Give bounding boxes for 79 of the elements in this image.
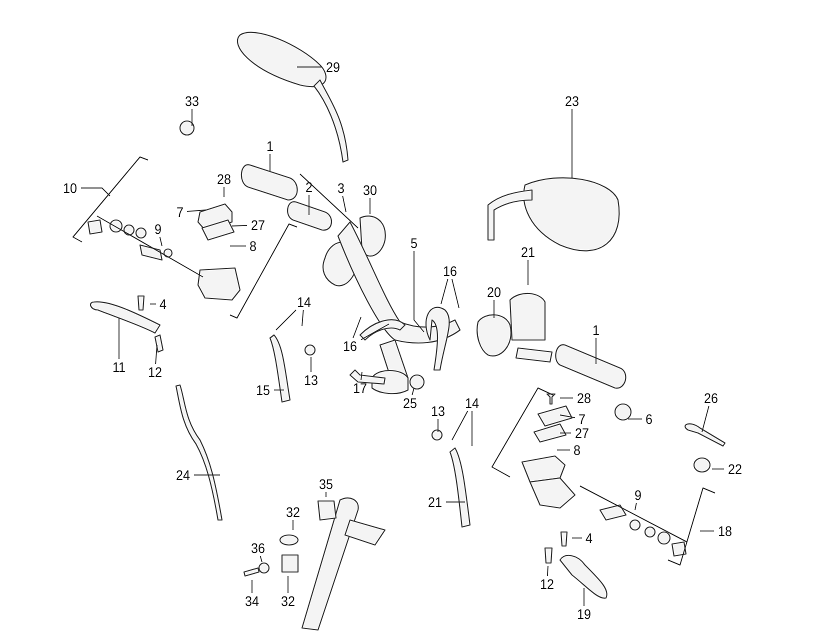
callout-number: 28: [214, 171, 234, 187]
leader-line: [452, 410, 468, 440]
callout-number: 8: [246, 238, 260, 254]
leader-line: [155, 344, 158, 364]
callout-number: 24: [173, 467, 193, 483]
callout-number: 23: [562, 93, 582, 109]
leader-line: [560, 432, 572, 434]
leader-line: [634, 502, 637, 510]
leader-line: [186, 210, 206, 212]
callout-number: 17: [350, 380, 370, 396]
callout-number: 25: [400, 395, 420, 411]
leader-line: [452, 278, 460, 308]
callout-number: 6: [642, 411, 656, 427]
callout-number: 1: [590, 322, 602, 338]
callout-number: 9: [152, 221, 164, 237]
callout-number: 30: [360, 182, 380, 198]
callout-number: 21: [518, 244, 538, 260]
callout-number: 20: [484, 284, 504, 300]
leader-line: [700, 530, 714, 532]
leader-line: [276, 310, 296, 330]
leader-line: [342, 196, 346, 212]
callout-number: 32: [278, 593, 298, 609]
callout-number: 22: [725, 461, 745, 477]
callout-number: 7: [174, 204, 186, 220]
leader-line: [560, 414, 576, 418]
callout-number: 4: [156, 296, 170, 312]
callout-number: 29: [323, 59, 343, 75]
callout-number: 26: [701, 390, 721, 406]
callout-number: 4: [582, 530, 596, 546]
leader-line: [360, 324, 390, 340]
leader-line: [159, 236, 162, 246]
leader-line: [440, 278, 448, 304]
callout-number: 33: [182, 93, 202, 109]
leader-line: [232, 224, 248, 226]
leader-line: [414, 250, 424, 332]
leader-line: [360, 372, 362, 380]
leader-line: [80, 188, 110, 196]
callout-number: 9: [632, 487, 644, 503]
callout-number: 11: [109, 359, 129, 375]
callout-number: 27: [572, 425, 592, 441]
callout-number: 34: [242, 593, 262, 609]
callout-number: 7: [576, 411, 588, 427]
leader-line: [296, 66, 322, 68]
callout-number: 28: [574, 390, 594, 406]
callout-number: 13: [301, 372, 321, 388]
callout-number: 10: [60, 180, 80, 196]
callout-number: 14: [294, 294, 314, 310]
leader-line: [628, 418, 642, 420]
leader-line: [547, 566, 548, 576]
callout-number: 15: [253, 382, 273, 398]
leader-line: [194, 474, 220, 476]
leader-line: [118, 318, 120, 360]
leader-line: [352, 316, 362, 338]
callout-number: 1: [264, 138, 276, 154]
leader-line: [308, 194, 310, 216]
callout-number: 27: [248, 217, 268, 233]
callout-number: 12: [145, 364, 165, 380]
callout-number: 18: [715, 523, 735, 539]
leader-line: [260, 556, 262, 562]
callout-number: 35: [316, 476, 336, 492]
leader-line: [292, 520, 294, 530]
callout-number: 5: [408, 235, 420, 251]
leader-line: [712, 468, 724, 470]
callout-number: 3: [334, 180, 348, 196]
callout-number: 36: [248, 540, 268, 556]
callout-number: 32: [283, 504, 303, 520]
callout-number: 8: [570, 442, 584, 458]
leader-line: [702, 406, 710, 432]
callout-number: 21: [425, 494, 445, 510]
callout-number: 13: [428, 403, 448, 419]
leader-line: [310, 356, 312, 372]
callout-number: 12: [537, 576, 557, 592]
callout-number: 16: [340, 338, 360, 354]
leader-line: [302, 310, 304, 326]
callout-number: 16: [440, 263, 460, 279]
leader-line: [412, 388, 414, 396]
callout-number: 19: [574, 606, 594, 622]
callout-number: 2: [302, 179, 316, 195]
callout-number: 14: [462, 395, 482, 411]
